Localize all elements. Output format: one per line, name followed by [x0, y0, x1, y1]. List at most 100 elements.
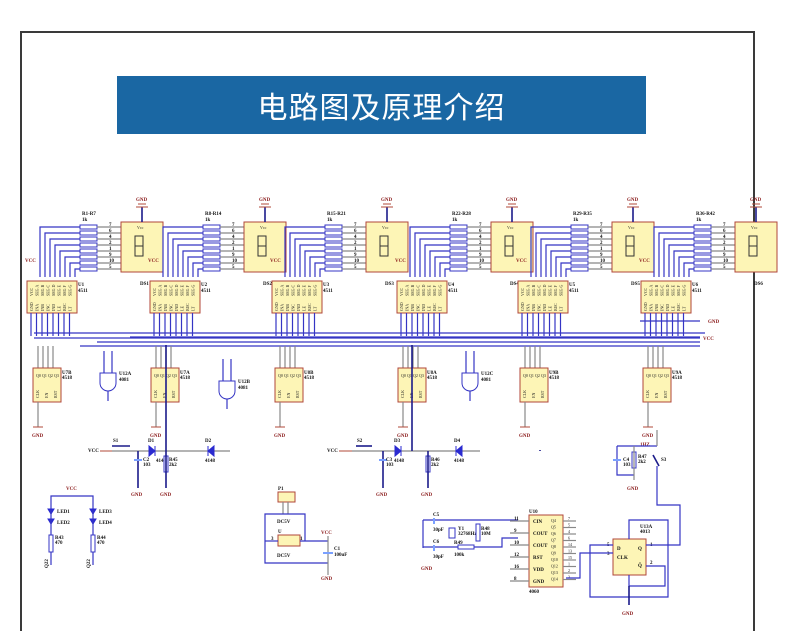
- svg-text:Q1: Q1: [407, 373, 412, 378]
- svg-text:2: 2: [568, 568, 570, 573]
- seven-segment-display: [490, 221, 534, 273]
- svg-text:Q0: Q0: [646, 373, 651, 378]
- svg-text:Q6: Q6: [551, 531, 556, 536]
- svg-text:U13A: U13A: [640, 525, 653, 530]
- oscillator-4060: C5 30pF C6 30pF Y1 32768Hz R48 10M R49 1…: [421, 510, 590, 595]
- ic-u10-4060: [528, 514, 564, 588]
- svg-text:7: 7: [354, 223, 357, 228]
- segment-resistor: [449, 254, 468, 260]
- svg-text:5: 5: [479, 265, 482, 270]
- svg-text:U3: U3: [323, 283, 330, 288]
- resistor-r44: [90, 534, 96, 553]
- svg-text:CLK: CLK: [522, 390, 527, 398]
- svg-text:CLK: CLK: [617, 556, 628, 561]
- seven-segment-display: [365, 221, 409, 273]
- svg-text:DS4: DS4: [510, 282, 519, 287]
- svg-text:SEG B: SEG B: [410, 284, 415, 296]
- segment-resistor: [693, 236, 712, 242]
- svg-text:SEG E: SEG E: [427, 284, 432, 296]
- segment-resistor: [202, 230, 221, 236]
- svg-text:Q0: Q0: [36, 373, 41, 378]
- svg-text:10M: 10M: [481, 532, 491, 537]
- svg-text:GND: GND: [399, 302, 404, 311]
- segment-resistor: [570, 254, 589, 260]
- svg-text:U9A: U9A: [672, 371, 682, 376]
- svg-text:10: 10: [600, 259, 606, 264]
- segment-resistor: [202, 248, 221, 254]
- svg-text:9: 9: [600, 253, 603, 258]
- svg-text:DC5V: DC5V: [277, 520, 291, 525]
- svg-text:103: 103: [386, 463, 394, 468]
- segment-resistor: [570, 266, 589, 272]
- cap-c2: [134, 459, 142, 461]
- svg-text:1: 1: [354, 247, 357, 252]
- svg-text:6: 6: [568, 536, 570, 541]
- svg-text:GND: GND: [750, 198, 762, 203]
- svg-text:Vcc: Vcc: [260, 225, 267, 230]
- svg-text:VCC: VCC: [148, 259, 159, 264]
- cap-c5: [433, 518, 435, 524]
- svg-text:INC: INC: [291, 304, 296, 311]
- svg-text:EN: EN: [162, 393, 167, 398]
- svg-text:4511: 4511: [569, 289, 579, 294]
- svg-text:12: 12: [514, 553, 520, 558]
- svg-text:U4: U4: [448, 283, 455, 288]
- svg-text:2k2: 2k2: [169, 463, 177, 468]
- segment-resistor: [449, 248, 468, 254]
- svg-text:Vcc: Vcc: [382, 225, 389, 230]
- svg-text:6: 6: [479, 229, 482, 234]
- svg-text:BI/C: BI/C: [307, 303, 312, 311]
- segment-resistor: [324, 236, 343, 242]
- svg-text:SEG E: SEG E: [302, 284, 307, 296]
- svg-text:Q̄: Q̄: [638, 563, 642, 569]
- svg-text:6: 6: [600, 229, 603, 234]
- svg-text:SEG F: SEG F: [307, 284, 312, 296]
- svg-text:Q9: Q9: [551, 551, 556, 556]
- svg-text:7: 7: [109, 223, 112, 228]
- svg-text:CIN: CIN: [533, 520, 543, 525]
- svg-text:Vcc: Vcc: [137, 225, 144, 230]
- svg-text:4518: 4518: [62, 376, 73, 381]
- svg-text:4: 4: [109, 235, 112, 240]
- svg-text:SEG G: SEG G: [438, 284, 443, 296]
- svg-text:VCC: VCC: [321, 531, 332, 536]
- svg-text:GND: GND: [321, 577, 333, 582]
- display-module: 764219105R1-R71kVccDS1GNDVCCU14511VCCGND…: [25, 198, 164, 336]
- display-module: 764219105R29-R351kVccDS5GNDVCCU54511VCCG…: [516, 198, 655, 336]
- svg-text:S3: S3: [661, 458, 667, 463]
- svg-text:INB: INB: [410, 304, 415, 311]
- decoder-4511: [26, 280, 78, 314]
- svg-text:1: 1: [300, 537, 303, 542]
- svg-text:R47: R47: [638, 455, 647, 460]
- svg-text:INB: INB: [531, 304, 536, 311]
- segment-resistor: [570, 248, 589, 254]
- svg-text:CLK: CLK: [277, 390, 282, 398]
- svg-text:4518: 4518: [427, 376, 438, 381]
- svg-text:RST: RST: [53, 390, 58, 398]
- segment-resistor: [79, 266, 98, 272]
- svg-text:4511: 4511: [78, 289, 88, 294]
- svg-text:10: 10: [723, 259, 729, 264]
- svg-text:U7A: U7A: [180, 371, 190, 376]
- diode-d3: [394, 444, 402, 458]
- seven-segment-display: [243, 221, 287, 273]
- svg-text:5: 5: [109, 265, 112, 270]
- svg-text:LE: LE: [302, 306, 307, 311]
- svg-text:VCC: VCC: [516, 259, 527, 264]
- svg-text:VCC: VCC: [399, 287, 404, 296]
- svg-text:LE: LE: [57, 306, 62, 311]
- segment-resistor: [324, 230, 343, 236]
- resistor-r49: [457, 544, 475, 550]
- digit-glyph: [504, 235, 514, 257]
- svg-text:Q0: Q0: [154, 373, 159, 378]
- segment-resistor: [79, 260, 98, 266]
- segment-resistor: [79, 248, 98, 254]
- svg-text:GND: GND: [533, 580, 545, 585]
- svg-text:R46: R46: [431, 458, 440, 463]
- seven-segment-display: [734, 221, 778, 273]
- svg-text:GND: GND: [136, 198, 148, 203]
- title-banner: 电路图及原理介绍: [117, 76, 646, 134]
- reset-circuit-1: VCC S1 D1 4148 C2 103 R45 2k2 D2 4148 GN…: [88, 345, 230, 498]
